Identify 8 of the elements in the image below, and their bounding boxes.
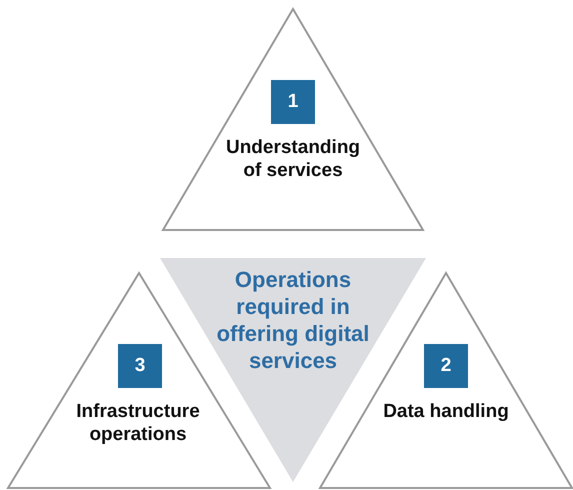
center-heading: Operations required in offering digital services xyxy=(216,266,370,374)
number-badge: 1 xyxy=(271,80,315,124)
number-badge: 3 xyxy=(118,344,162,388)
segment-label: Data handling xyxy=(382,400,510,423)
number-badge: 2 xyxy=(424,344,468,388)
triangle-outline xyxy=(163,8,423,230)
segment-label: Infrastructure operations xyxy=(75,400,201,446)
segment-label: Understanding of services xyxy=(224,136,362,182)
